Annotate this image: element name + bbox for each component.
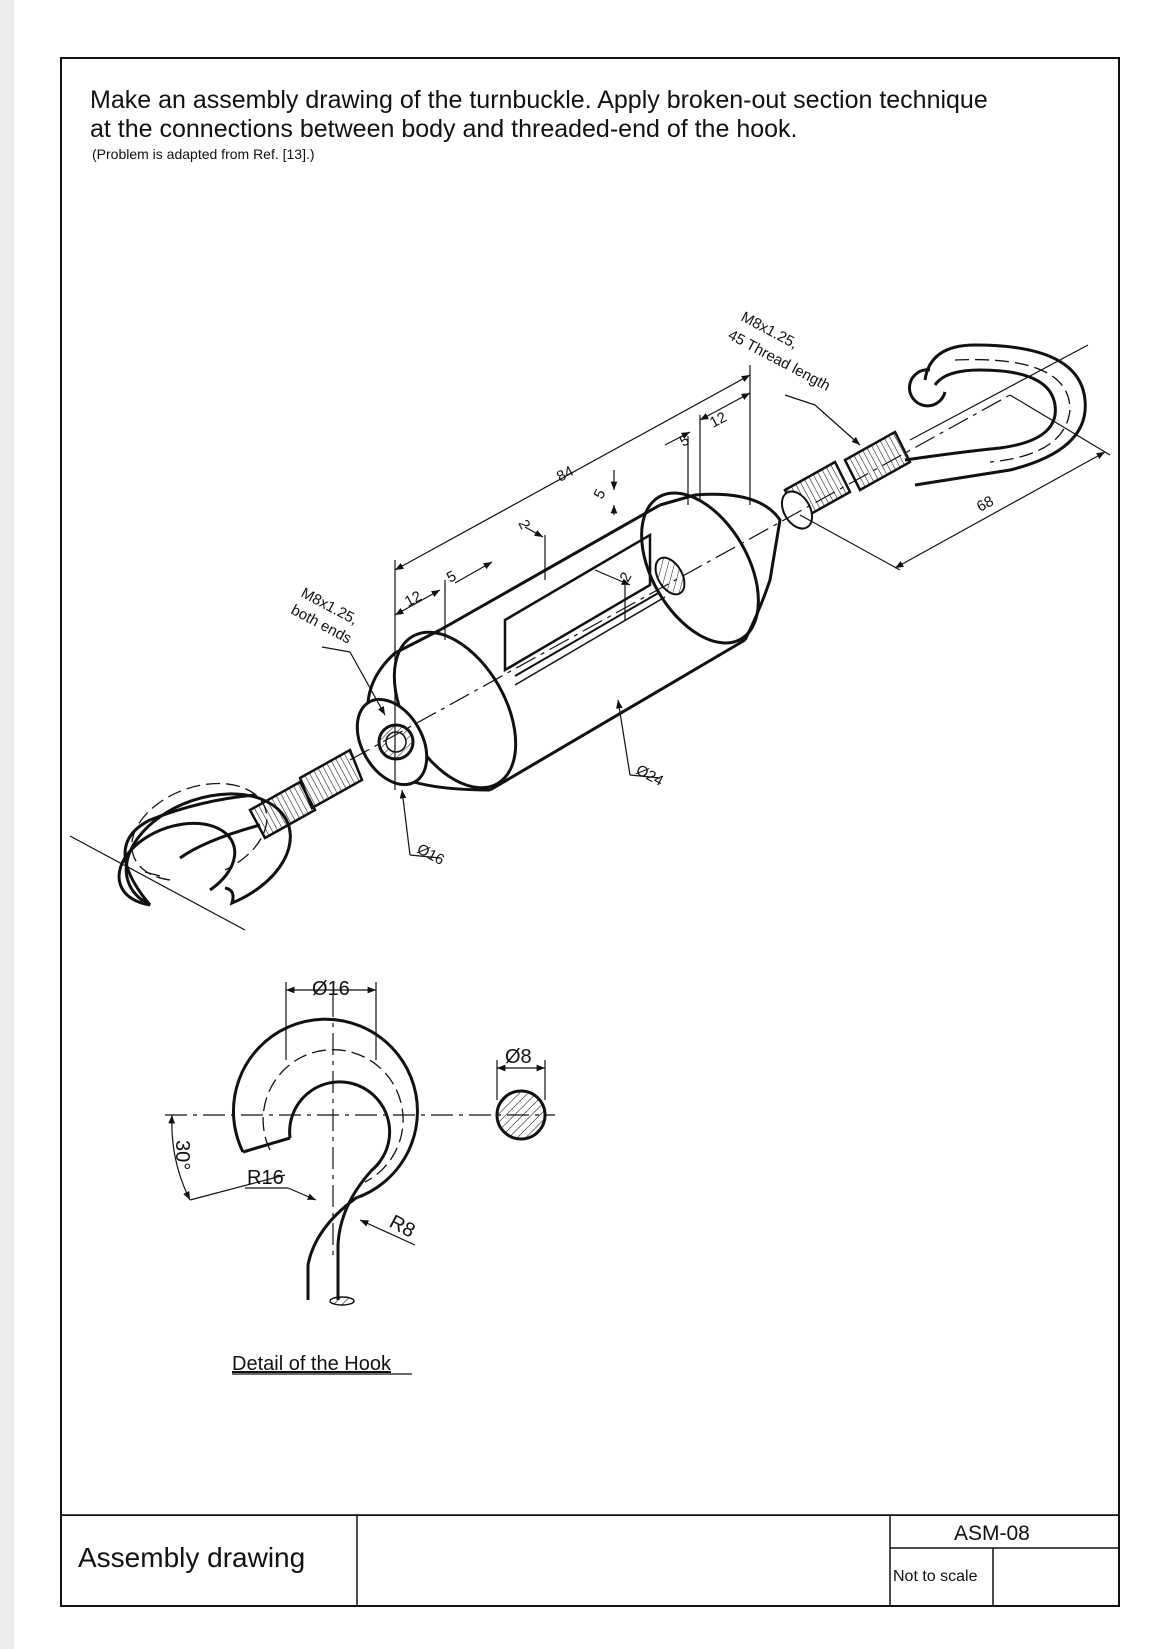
- wall-b-dim: 2: [617, 570, 636, 585]
- detail-radius-small: R8: [386, 1211, 419, 1242]
- dimension-lines: [321, 365, 1111, 859]
- instruction-line-1: Make an assembly drawing of the turnbuck…: [90, 86, 988, 114]
- scale-note: Not to scale: [893, 1568, 978, 1585]
- detail-eye-diameter: Ø16: [312, 978, 350, 1000]
- slot-offset-right-dim: 5: [677, 432, 692, 451]
- drawing-title: Assembly drawing: [78, 1542, 306, 1573]
- turnbuckle-body: [355, 491, 782, 792]
- end-right-dim: 12: [707, 409, 730, 432]
- detail-radius-large: R16: [247, 1167, 284, 1189]
- source-note: (Problem is adapted from Ref. [13].): [92, 146, 315, 162]
- body-length-dim: 84: [554, 463, 577, 486]
- end-left-dim: 12: [402, 588, 425, 611]
- problem-instructions: Make an assembly drawing of the turnbuck…: [90, 86, 988, 144]
- slot-offset-left-dim: 5: [444, 568, 459, 587]
- slot-depth-dim: 5: [591, 487, 610, 502]
- title-block: Assembly drawing ASM-08 Not to scale: [60, 1515, 1120, 1607]
- body-diameter-dim: Ø24: [633, 762, 666, 790]
- left-hook: [69, 748, 364, 931]
- detail-wire-diameter: Ø8: [505, 1046, 532, 1068]
- detail-angle: 30°: [171, 1140, 193, 1170]
- hook-detail-view: [165, 982, 555, 1306]
- instruction-line-2: at the connections between body and thre…: [90, 115, 798, 143]
- end-diameter-dim: Ø16: [414, 841, 447, 869]
- viewer-side-strip: [0, 0, 14, 1649]
- detail-caption: Detail of the Hook: [232, 1353, 392, 1375]
- hook-span-dim: 68: [974, 493, 997, 516]
- drawing-code: ASM-08: [954, 1522, 1030, 1545]
